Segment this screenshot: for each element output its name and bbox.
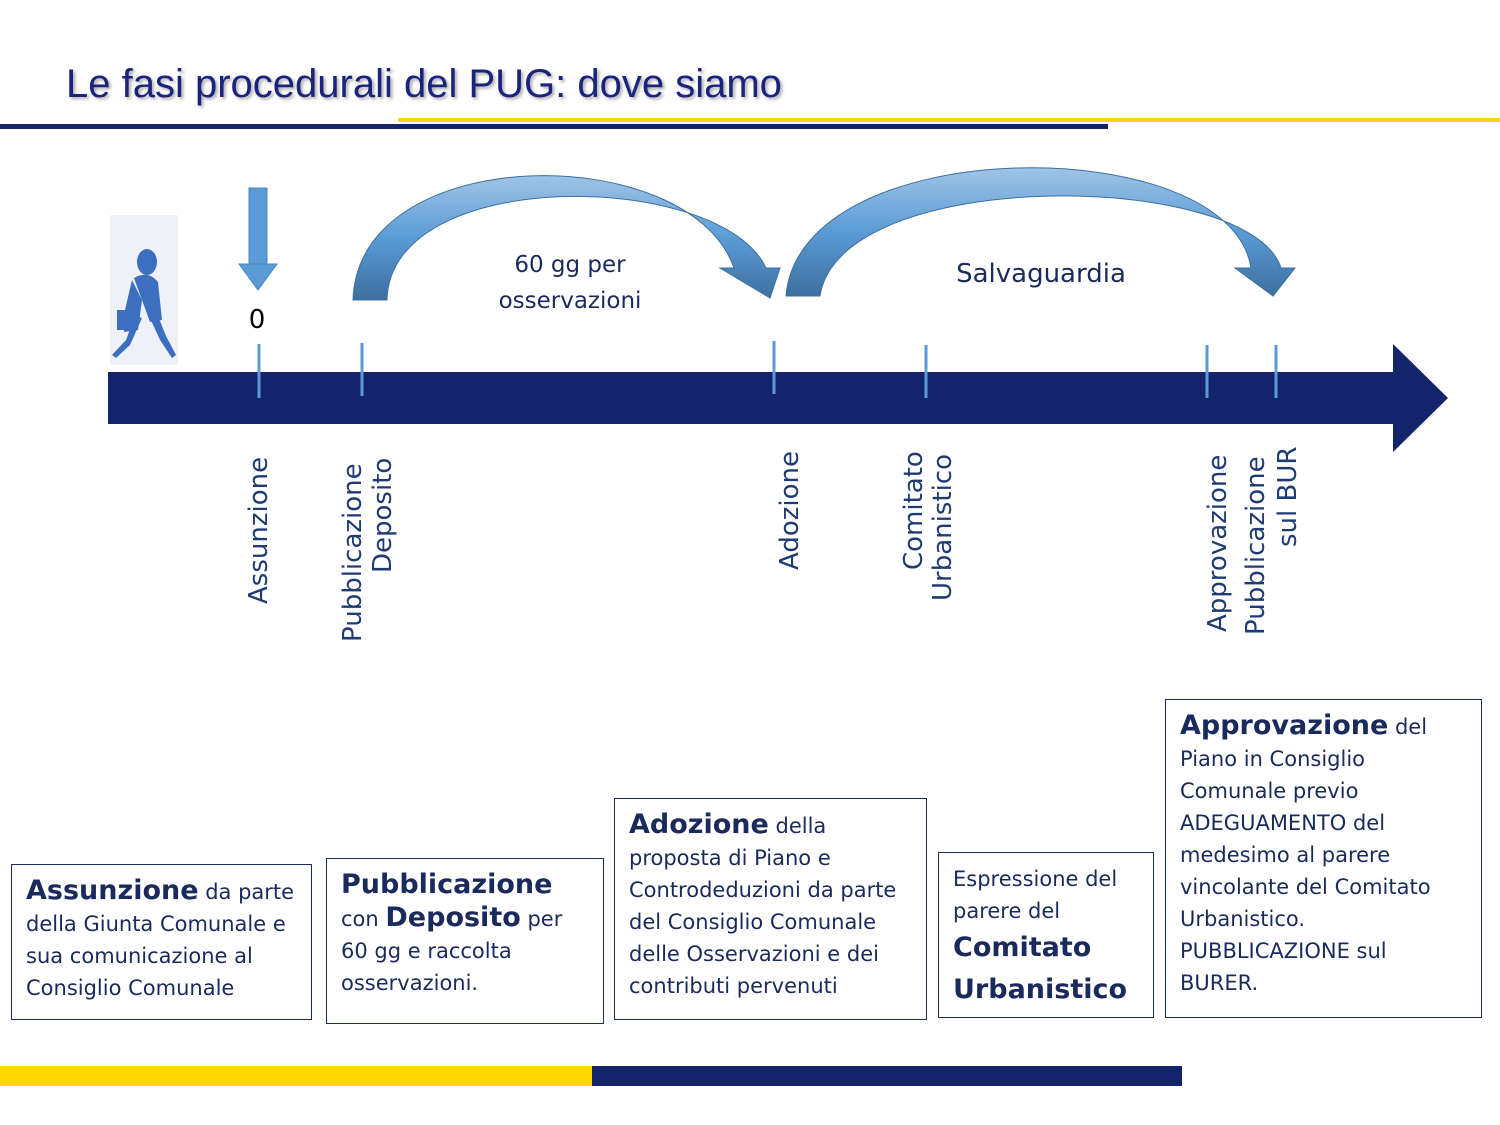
box-pubblicazione-text2: per 60 gg e raccolta osservazioni. bbox=[341, 907, 563, 995]
box-adozione-text: della proposta di Piano e Controdeduzion… bbox=[629, 814, 897, 998]
start-marker: 0 bbox=[249, 305, 266, 335]
box-comitato-bold: Comitato Urbanistico bbox=[953, 932, 1128, 1005]
milestone-pubblicazione-bur: Pubblicazione bbox=[1241, 456, 1271, 635]
box-pubblicazione-bold2: Deposito bbox=[385, 902, 521, 933]
box-comitato-text: Espressione del parere del bbox=[953, 867, 1118, 923]
title-underline-yellow bbox=[398, 118, 1500, 122]
box-adozione-bold: Adozione bbox=[629, 809, 769, 840]
footer-bar-blue bbox=[592, 1066, 1182, 1086]
timeline-ticks bbox=[257, 341, 1278, 398]
milestone-deposito: Deposito bbox=[368, 457, 398, 573]
observations-arc-arrow bbox=[352, 175, 781, 301]
footer-bar-yellow bbox=[0, 1066, 592, 1086]
milestone-sul-bur: sul BUR bbox=[1273, 446, 1303, 547]
arc-label-osservazioni-2: osservazioni bbox=[499, 288, 642, 314]
walking-person-icon bbox=[110, 215, 178, 365]
title-underline-blue bbox=[0, 124, 1108, 129]
safeguard-arc-arrow bbox=[785, 167, 1297, 297]
box-approvazione-bold: Approvazione bbox=[1180, 710, 1389, 741]
box-pubblicazione: Pubblicazione con Deposito per 60 gg e r… bbox=[326, 858, 604, 1024]
milestone-urbanistico: Urbanistico bbox=[928, 453, 958, 601]
milestone-comitato: Comitato bbox=[899, 451, 929, 570]
box-pubblicazione-text1: con bbox=[341, 907, 386, 931]
box-approvazione: Approvazione del Piano in Consiglio Comu… bbox=[1165, 699, 1482, 1018]
box-comitato: Espressione del parere del Comitato Urba… bbox=[938, 852, 1154, 1018]
box-assunzione-bold: Assunzione bbox=[26, 875, 199, 906]
box-pubblicazione-bold1: Pubblicazione bbox=[341, 869, 553, 900]
arc-label-osservazioni-1: 60 gg per bbox=[514, 252, 626, 278]
milestone-approvazione: Approvazione bbox=[1203, 454, 1233, 632]
down-arrow-icon bbox=[238, 187, 278, 291]
box-adozione: Adozione della proposta di Piano e Contr… bbox=[614, 798, 927, 1020]
milestone-pubblicazione: Pubblicazione bbox=[338, 463, 368, 642]
box-assunzione: Assunzione da parte della Giunta Comunal… bbox=[11, 864, 312, 1020]
arc-label-salvaguardia: Salvaguardia bbox=[956, 259, 1126, 289]
box-approvazione-text: del Piano in Consiglio Comunale previo A… bbox=[1180, 715, 1431, 995]
box-assunzione-text: da parte della Giunta Comunale e sua com… bbox=[26, 880, 295, 1000]
timeline-arrow bbox=[108, 344, 1448, 452]
milestone-adozione: Adozione bbox=[775, 451, 805, 570]
page-title: Le fasi procedurali del PUG: dove siamo bbox=[66, 62, 782, 106]
milestone-assunzione: Assunzione bbox=[244, 456, 274, 604]
